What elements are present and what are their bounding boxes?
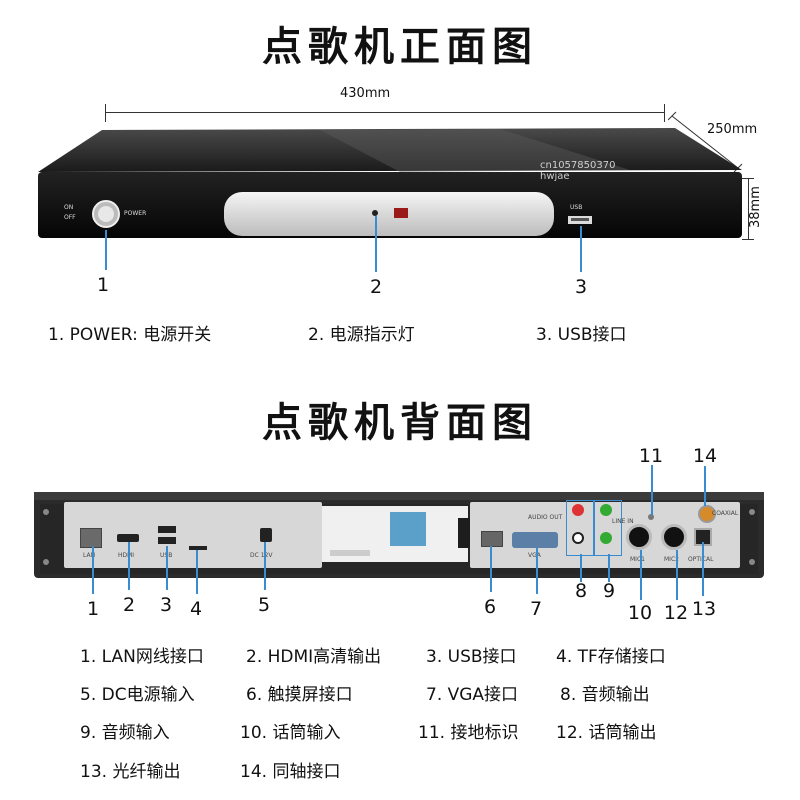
front-legend-1: 1. POWER: 电源开关: [48, 325, 212, 345]
back-callout-8: 8: [574, 580, 588, 602]
front-on-label: ON: [64, 204, 74, 211]
height-dimension: [742, 178, 754, 240]
front-usb-label: USB: [570, 204, 583, 211]
leader-back-1: [92, 546, 94, 594]
leader-back-14: [704, 466, 706, 506]
audio-out-left-jack[interactable]: [572, 532, 584, 544]
back-legend-3: 3. USB接口: [426, 647, 517, 667]
leader-front-2: [375, 216, 377, 272]
back-callout-2: 2: [122, 594, 136, 616]
back-legend-8: 8. 音频输出: [560, 685, 650, 705]
front-legend-3: 3. USB接口: [536, 325, 627, 345]
watermark-text: cn1057850370 hwjae: [540, 160, 616, 182]
height-label: 38mm: [748, 186, 763, 228]
usb-port-upper[interactable]: [158, 526, 176, 533]
ground-marker: [648, 514, 654, 520]
mic1-jack[interactable]: [626, 524, 652, 550]
back-audio-out-label: AUDIO OUT: [528, 514, 563, 521]
tf-card-slot[interactable]: [189, 546, 207, 550]
back-callout-14: 14: [692, 445, 718, 467]
back-legend-12: 12. 话筒输出: [556, 723, 657, 743]
line-in-left-jack[interactable]: [600, 532, 612, 544]
leader-back-2: [128, 542, 130, 590]
back-callout-12: 12: [663, 602, 689, 624]
back-callout-3: 3: [159, 594, 173, 616]
back-legend-10: 10. 话筒输入: [240, 723, 341, 743]
front-callout-3: 3: [574, 276, 588, 298]
leader-back-5: [264, 542, 266, 590]
front-power-label: POWER: [124, 210, 147, 217]
leader-front-3: [580, 226, 582, 272]
back-callout-5: 5: [257, 594, 271, 616]
back-callout-11: 11: [638, 445, 664, 467]
leader-back-7: [536, 548, 538, 594]
back-legend-6: 6. 触摸屏接口: [246, 685, 353, 705]
back-legend-13: 13. 光纤输出: [80, 762, 181, 782]
back-legend-2: 2. HDMI高清输出: [246, 647, 382, 667]
back-legend-7: 7. VGA接口: [426, 685, 519, 705]
back-dc-label: DC 12V: [250, 552, 273, 559]
back-mic2-label: MIC2: [664, 556, 679, 563]
back-line-in-label: LINE IN: [612, 518, 634, 525]
leader-back-6: [490, 546, 492, 592]
hdmi-port[interactable]: [117, 534, 139, 542]
front-callout-2: 2: [369, 276, 383, 298]
leader-front-1: [105, 230, 107, 270]
back-optical-label: OPTICAL: [688, 556, 714, 563]
front-callout-1: 1: [96, 274, 110, 296]
back-hdmi-label: HDMI: [118, 552, 135, 559]
mic2-jack[interactable]: [661, 524, 687, 550]
back-callout-10: 10: [627, 602, 653, 624]
vga-port[interactable]: [512, 532, 558, 548]
depth-label: 250mm: [707, 122, 758, 137]
back-callout-6: 6: [483, 596, 497, 618]
back-callout-13: 13: [691, 598, 717, 620]
width-label: 430mm: [340, 86, 391, 101]
front-legend-2: 2. 电源指示灯: [308, 325, 415, 345]
back-device: [34, 492, 764, 578]
coaxial-port[interactable]: [698, 505, 716, 523]
width-dimension: [105, 100, 665, 130]
back-vga-label: VGA: [528, 552, 541, 559]
leader-back-8: [580, 554, 582, 582]
leader-back-10: [640, 550, 642, 600]
back-legend-5: 5. DC电源输入: [80, 685, 195, 705]
back-legend-4: 4. TF存储接口: [556, 647, 666, 667]
back-legend-11: 11. 接地标识: [418, 723, 519, 743]
back-callout-1: 1: [86, 598, 100, 620]
dc-power-jack[interactable]: [260, 528, 272, 542]
front-off-label: OFF: [64, 214, 76, 221]
back-coaxial-label: COAXIAL: [712, 510, 739, 517]
touchscreen-port[interactable]: [481, 531, 503, 547]
leader-back-9: [608, 554, 610, 582]
leader-back-3: [166, 546, 168, 590]
leader-back-4: [196, 550, 198, 594]
leader-back-12: [676, 550, 678, 600]
back-legend-1: 1. LAN网线接口: [80, 647, 204, 667]
back-legend-9: 9. 音频输入: [80, 723, 170, 743]
back-legend-14: 14. 同轴接口: [240, 762, 341, 782]
leader-back-11: [651, 465, 653, 515]
back-callout-9: 9: [602, 580, 616, 602]
leader-back-13: [702, 542, 704, 596]
back-callout-4: 4: [189, 598, 203, 620]
usb-port-lower[interactable]: [158, 537, 176, 544]
front-view-title: 点歌机正面图: [262, 24, 538, 70]
front-device: [38, 128, 742, 238]
audio-out-right-jack[interactable]: [572, 504, 584, 516]
line-in-right-jack[interactable]: [600, 504, 612, 516]
back-callout-7: 7: [529, 598, 543, 620]
lan-port[interactable]: [80, 528, 102, 548]
back-lan-label: LAN: [83, 552, 96, 559]
back-mic1-label: MIC1: [630, 556, 645, 563]
back-view-title: 点歌机背面图: [262, 400, 538, 446]
